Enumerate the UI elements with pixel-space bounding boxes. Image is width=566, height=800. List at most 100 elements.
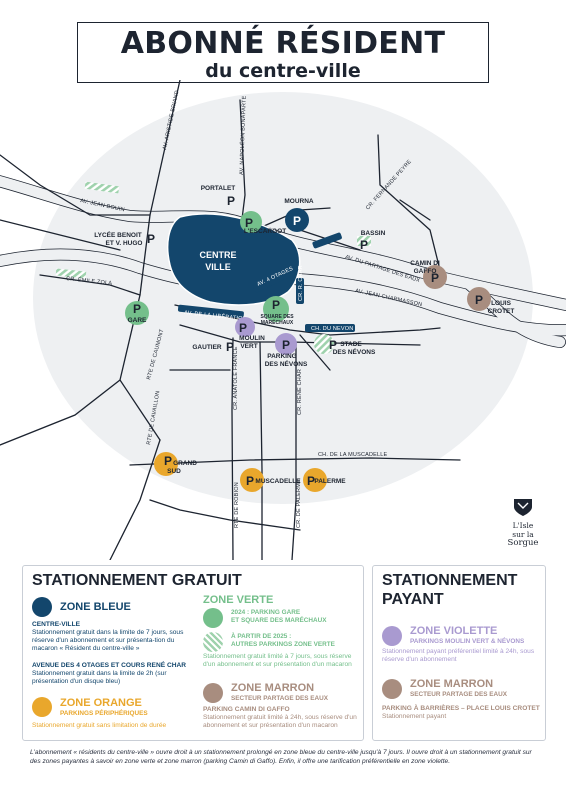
zone-marron-dot (382, 679, 402, 699)
parking-palerme[interactable]: P PALERME (303, 468, 346, 492)
logo-line-1: L'Isle (512, 521, 534, 530)
parking-escargot[interactable]: P L'ESCARGOT (240, 211, 286, 235)
parking-muscadelle-label: MUSCADELLE (255, 478, 301, 485)
parking-p-icon: P (246, 474, 254, 488)
parking-moulin-label-2: VERT (240, 343, 257, 350)
parking-mourna-label: MOURNA (284, 198, 314, 205)
panel-gratuit: STATIONNEMENT GRATUIT ZONE BLEUE CENTRE-… (22, 565, 364, 741)
zone-bleue-name: ZONE BLEUE (60, 601, 131, 613)
zone-bleue-dot (285, 208, 309, 232)
zone-marron-subtitle: SECTEUR PARTAGE DES EAUX (231, 695, 329, 702)
zone-bleue-strip-rene-char[interactable] (296, 278, 304, 304)
parking-moulin-vert[interactable]: P MOULIN VERT (235, 317, 265, 350)
parking-bassin[interactable]: P BASSIN (360, 230, 386, 252)
parking-p-icon: P (133, 302, 141, 316)
parking-p-icon: P (227, 194, 235, 208)
parking-nevons[interactable]: P PARKING DES NÉVONS (265, 333, 308, 368)
parking-grand-sud-label-2: SUD (167, 468, 181, 475)
zone-orange-dot (154, 452, 178, 476)
zone-verte-dot (125, 301, 149, 325)
title-box: ABONNÉ RÉSIDENT du centre-ville (77, 22, 489, 83)
logo-line-3: Sorgue (507, 538, 539, 548)
parking-p-icon: P (245, 216, 253, 230)
zone-marron-payant-subtitle: SECTEUR PARTAGE DES EAUX (410, 691, 508, 698)
road-cr-anatole-france: CR. ANATOLE FRANCE (233, 346, 239, 410)
panel-payant-title: STATIONNEMENT PAYANT (382, 572, 518, 608)
zone-verte-future-dot (203, 632, 223, 652)
parking-palerme-label: PALERME (314, 478, 346, 485)
road-cr-emile-zola: CR. ÉMILE ZOLA (66, 275, 113, 287)
parking-crotet-label-2: CROTET (488, 308, 515, 315)
parking-stade-label-2: DES NÉVONS (333, 347, 376, 356)
parking-p-icon: P (431, 271, 439, 285)
zone-marron-name: ZONE MARRON (231, 682, 315, 694)
zone-verte-dot (203, 608, 223, 628)
road-ch-muscadelle: CH. DE LA MUSCADELLE (318, 452, 388, 458)
coat-of-arms-icon (514, 499, 532, 516)
zone-bleue-heading-2: AVENUE DES 4 OTAGES ET COURS RENÉ CHAR (32, 662, 186, 669)
zone-orange-dot (303, 468, 327, 492)
zone-bleue-dot (32, 597, 52, 617)
parking-p-icon: P (272, 298, 280, 312)
zone-verte-name: ZONE VERTE (203, 594, 274, 606)
zone-bleue-strip-4-otages[interactable] (252, 267, 295, 293)
parking-stade-nevons[interactable]: P STADE DES NÉVONS (314, 334, 376, 356)
parking-muscadelle[interactable]: P MUSCADELLE (240, 468, 301, 492)
zone-violette-dot (235, 317, 255, 337)
zone-marron-payant-name: ZONE MARRON (410, 678, 494, 690)
zone-bleue-text-1: Stationnement gratuit dans la limite de … (32, 629, 184, 653)
parking-bassin-label: BASSIN (361, 230, 386, 237)
zone-orange-dot (32, 697, 52, 717)
parking-p-icon: P (293, 214, 301, 228)
page-subtitle: du centre-ville (205, 60, 361, 82)
centre-ville-label-1: CENTRE (199, 250, 236, 260)
logo-line-2: sur la (512, 529, 534, 539)
zone-bleue-heading-1: CENTRE-VILLE (32, 621, 80, 628)
parking-crotet-label-1: LOUIS (491, 300, 512, 307)
zone-verte-dot (240, 211, 262, 233)
parking-lycee[interactable]: P LYCÉE BENOIT ET V. HUGO (94, 230, 155, 247)
footnote: L'abonnement « résidents du centre-ville… (30, 749, 532, 765)
parking-stade-label-1: STADE (340, 341, 362, 348)
zone-verte-hatched-sections (55, 181, 371, 279)
zone-verte-text: Stationnement gratuit limité à 7 jours, … (203, 653, 352, 669)
parking-louis-crotet[interactable]: P LOUIS CROTET (467, 287, 514, 315)
parking-square-label-1: SQUARE DES (260, 314, 294, 320)
parking-grand-sud-label-1: GRAND (173, 460, 197, 467)
parking-nevons-label-1: PARKING (267, 353, 297, 360)
parking-p-icon: P (475, 293, 483, 307)
zone-marron-dot (423, 265, 447, 289)
parking-gare[interactable]: P GARE (125, 301, 149, 325)
parking-camin-label-2: GAFFO (414, 268, 437, 275)
parking-portalet-label: PORTALET (201, 185, 236, 192)
zone-bleue-strip-liberation[interactable] (177, 304, 244, 319)
map-background-disc (33, 92, 533, 504)
parking-moulin-label-1: MOULIN (239, 335, 265, 342)
parking-p-icon: P (307, 474, 315, 488)
parking-grand-sud[interactable]: P GRAND SUD (154, 452, 197, 476)
page-title: ABONNÉ RÉSIDENT (120, 26, 446, 61)
panel-payant: STATIONNEMENT PAYANT ZONE VIOLETTE PARKI… (372, 565, 546, 741)
zone-marron-payant-text: Stationnement payant (382, 713, 447, 720)
zone-bleue-strip-bassin (312, 232, 342, 249)
zone-violette-text: Stationnement payant préférentiel limité… (382, 648, 535, 664)
road-cr-de-palerme: CR. DE PALERME (296, 479, 302, 528)
parking-lycee-label-2: ET V. HUGO (106, 240, 143, 247)
parking-camin-label-1: CAMIN DI (410, 260, 440, 267)
zone-bleue-strip-nevon[interactable] (305, 324, 355, 332)
parking-square-marechaux[interactable]: P SQUARE DES MARÉCHAUX (260, 296, 294, 326)
road-cr-r-char: CR. R. CHAR (298, 265, 304, 301)
zone-violette-name: ZONE VIOLETTE (410, 625, 498, 637)
zone-bleue-text-2: Stationnement gratuit dans la limite de … (32, 670, 167, 686)
parking-camin-di-gaffo[interactable]: P CAMIN DI GAFFO (410, 260, 447, 289)
zone-marron-text: Stationnement gratuit limité à 24h, sous… (203, 714, 357, 730)
parking-map[interactable]: CENTRE VILLE AV. JEAN BOUIN AV. NAPOLÉON… (0, 80, 566, 560)
zone-violette-dot (382, 626, 402, 646)
parking-portalet[interactable]: P PORTALET (201, 185, 236, 208)
zone-marron-dot (203, 683, 223, 703)
parking-lycee-label-1: LYCÉE BENOIT (94, 230, 141, 239)
parking-p-icon: P (226, 340, 234, 354)
parking-p-icon: P (360, 238, 368, 252)
parking-gautier[interactable]: P GAUTIER (192, 340, 234, 354)
parking-mourna[interactable]: P MOURNA (284, 198, 314, 232)
